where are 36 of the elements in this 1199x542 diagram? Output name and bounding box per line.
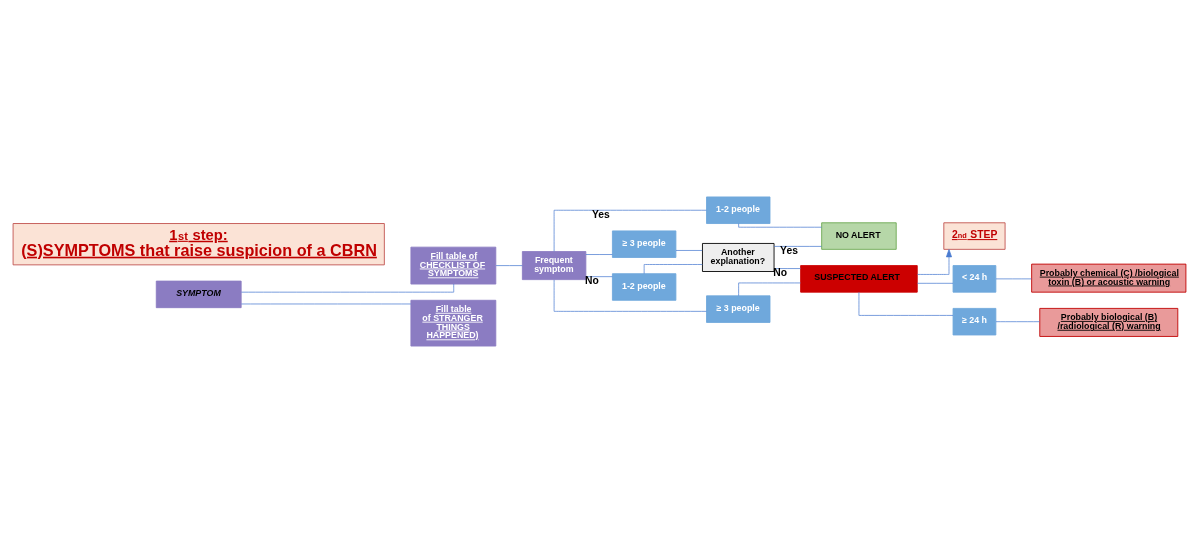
node-box: SYMPTOM xyxy=(155,280,242,308)
edge-label: No xyxy=(773,266,788,278)
connector xyxy=(240,303,412,304)
node-box: SUSPECTED ALERT xyxy=(800,264,918,293)
connector xyxy=(738,222,822,228)
node-box: ≥ 3 people xyxy=(706,294,771,323)
node-box: 1st step: (S)SYMPTOMS that raise suspicion of a CBRN xyxy=(12,222,385,265)
connector xyxy=(917,282,954,284)
node-box: < 24 h xyxy=(952,264,997,293)
node-box: Another explanation? xyxy=(702,242,775,272)
node-box: NO ALERT xyxy=(821,221,897,250)
connector xyxy=(773,245,822,247)
connector xyxy=(495,264,523,266)
node-box: 2nd STEP xyxy=(943,221,1006,250)
connector xyxy=(553,209,707,252)
node-box: Probably biological (B) /radiological (R) warning xyxy=(1039,307,1179,337)
node-box: Fill table of CHECKLIST OF SYMPTOMS xyxy=(410,246,497,284)
connector xyxy=(585,253,613,255)
connector xyxy=(553,278,707,312)
node-box: ≥ 3 people xyxy=(611,229,677,258)
connector xyxy=(858,291,954,316)
edge-label: Yes xyxy=(780,244,798,256)
edge-label: No xyxy=(585,274,599,286)
node-box: 1-2 people xyxy=(611,272,677,301)
node-box: Probably chemical (C) /biological toxin (B) or acoustic warning xyxy=(1031,263,1187,293)
node-box: 1-2 people xyxy=(706,196,771,224)
edge-label: Yes xyxy=(591,208,610,220)
connector xyxy=(241,283,455,293)
node-box: ≥ 24 h xyxy=(952,307,997,335)
connector xyxy=(585,275,613,277)
arrow xyxy=(917,248,952,275)
connector xyxy=(643,263,703,274)
connector xyxy=(995,320,1040,322)
node-box: Fill table of STRANGER THINGS HAPPENED) xyxy=(410,299,497,346)
connector xyxy=(675,249,703,251)
connector xyxy=(995,278,1032,279)
